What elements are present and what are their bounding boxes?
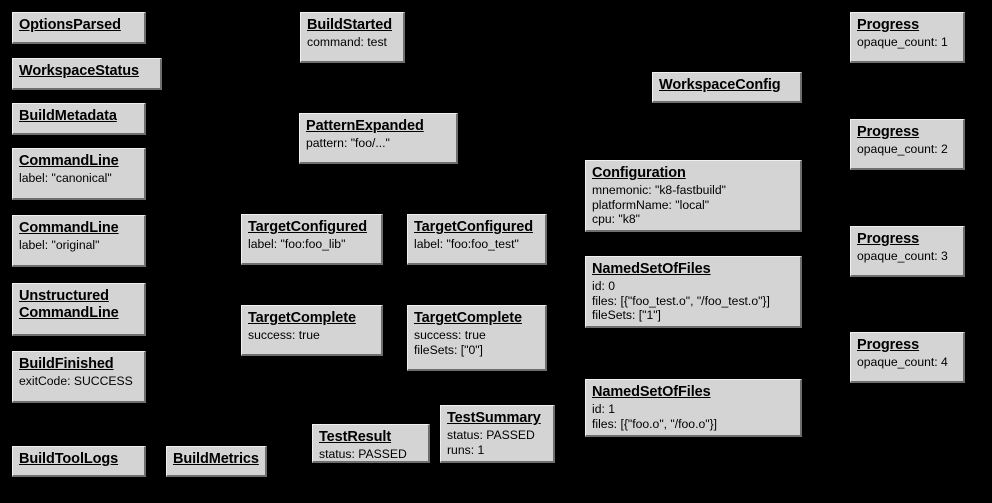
event-node-properties: opaque_count: 1 (857, 35, 957, 49)
event-node-properties: label: "original" (19, 238, 138, 252)
event-node-title: Progress (857, 124, 920, 140)
event-node-title: TargetComplete (414, 310, 522, 326)
event-node-property: id: 1 (592, 402, 616, 417)
event-node-properties: pattern: "foo/..." (306, 136, 450, 150)
event-node-property: fileSets: ["1"] (592, 307, 661, 322)
event-node-property: opaque_count: 4 (857, 355, 948, 370)
event-node-title: BuildFinished (19, 356, 114, 372)
event-node-property: opaque_count: 3 (857, 249, 948, 264)
event-node-pattern-expanded[interactable]: PatternExpanded pattern: "foo/..." (299, 113, 458, 164)
event-node-title: TestSummary (447, 410, 541, 426)
event-node-title: BuildStarted (307, 17, 393, 33)
event-node-property: cpu: "k8" (592, 211, 640, 226)
event-node-target-configured-foo-test[interactable]: TargetConfigured label: "foo:foo_test" (407, 214, 547, 265)
event-node-property: runs: 1 (447, 442, 485, 457)
event-node-build-metrics[interactable]: BuildMetrics (166, 446, 267, 477)
event-node-target-configured-foo-lib[interactable]: TargetConfigured label: "foo:foo_lib" (241, 214, 383, 265)
event-node-build-metadata[interactable]: BuildMetadata (12, 103, 146, 135)
event-node-progress-1[interactable]: Progress opaque_count: 1 (850, 12, 965, 63)
event-node-properties: opaque_count: 3 (857, 249, 957, 263)
event-node-title: NamedSetOfFiles (592, 384, 711, 400)
event-node-title: TargetConfigured (248, 219, 367, 235)
event-node-command-line-canonical[interactable]: CommandLine label: "canonical" (12, 148, 146, 200)
event-node-property: mnemonic: "k8-fastbuild" (592, 183, 726, 198)
event-node-unstructured-command-line[interactable]: Unstructured CommandLine (12, 283, 146, 336)
event-node-title: BuildMetrics (173, 451, 259, 467)
event-node-properties: exitCode: SUCCESS (19, 374, 138, 388)
event-node-progress-3[interactable]: Progress opaque_count: 3 (850, 226, 965, 277)
event-node-title: Unstructured CommandLine (19, 288, 119, 322)
event-node-configuration[interactable]: Configuration mnemonic: "k8-fastbuild"pla… (585, 160, 802, 232)
event-node-property: success: true (248, 328, 320, 343)
event-node-title: Progress (857, 337, 920, 353)
event-node-build-started[interactable]: BuildStarted command: test (300, 12, 405, 63)
event-node-property: exitCode: SUCCESS (19, 374, 133, 389)
event-node-property: label: "foo:foo_lib" (248, 237, 346, 252)
event-node-title: CommandLine (19, 220, 119, 236)
event-node-title: Progress (857, 231, 920, 247)
event-node-properties: label: "foo:foo_lib" (248, 237, 375, 251)
event-node-title: PatternExpanded (306, 118, 424, 134)
event-node-property: platformName: "local" (592, 197, 710, 212)
event-node-property: fileSets: ["0"] (414, 342, 483, 357)
event-node-properties: label: "foo:foo_test" (414, 237, 539, 251)
event-node-progress-4[interactable]: Progress opaque_count: 4 (850, 332, 965, 383)
event-node-title: TargetComplete (248, 310, 356, 326)
event-node-property: files: [{"foo_test.o", "/foo_test.o"}] (592, 293, 770, 308)
event-node-target-complete-foo-lib[interactable]: TargetComplete success: true (241, 305, 383, 356)
event-node-title: Progress (857, 17, 920, 33)
event-node-property: command: test (307, 35, 387, 50)
event-node-title: OptionsParsed (19, 17, 121, 33)
event-node-title: TestResult (319, 429, 392, 445)
event-node-properties: opaque_count: 2 (857, 142, 957, 156)
event-node-property: opaque_count: 1 (857, 35, 948, 50)
event-node-progress-2[interactable]: Progress opaque_count: 2 (850, 119, 965, 170)
event-node-properties: command: test (307, 35, 397, 49)
event-node-property: opaque_count: 2 (857, 142, 948, 157)
event-node-property: label: "foo:foo_test" (414, 237, 519, 252)
event-node-properties: status: PASSED (319, 447, 422, 461)
event-node-workspace-status[interactable]: WorkspaceStatus (12, 58, 162, 90)
event-node-title: BuildToolLogs (19, 451, 119, 467)
event-node-title: NamedSetOfFiles (592, 261, 711, 277)
event-node-property: success: true (414, 328, 486, 343)
event-node-title: Configuration (592, 165, 686, 181)
event-node-property: label: "original" (19, 238, 100, 253)
event-node-property: pattern: "foo/..." (306, 136, 390, 151)
event-node-properties: label: "canonical" (19, 171, 138, 185)
event-node-title: CommandLine (19, 153, 119, 169)
event-node-property: id: 0 (592, 279, 616, 294)
event-node-title: TargetConfigured (414, 219, 533, 235)
event-node-property: status: PASSED (319, 447, 407, 462)
event-node-title: BuildMetadata (19, 108, 117, 124)
event-node-property: files: [{"foo.o", "/foo.o"}] (592, 416, 718, 431)
event-node-command-line-original[interactable]: CommandLine label: "original" (12, 215, 146, 267)
event-node-property: label: "canonical" (19, 171, 112, 186)
event-node-properties: success: true (248, 328, 375, 342)
event-node-properties: mnemonic: "k8-fastbuild"platformName: "l… (592, 183, 794, 226)
event-node-property: status: PASSED (447, 428, 535, 443)
event-node-build-finished[interactable]: BuildFinished exitCode: SUCCESS (12, 351, 146, 403)
event-node-test-result[interactable]: TestResult status: PASSED (312, 424, 430, 463)
event-node-properties: opaque_count: 4 (857, 355, 957, 369)
event-node-title: WorkspaceStatus (19, 63, 139, 79)
event-node-build-tool-logs[interactable]: BuildToolLogs (12, 446, 146, 477)
event-node-title: WorkspaceConfig (659, 77, 781, 93)
event-node-workspace-config[interactable]: WorkspaceConfig (652, 72, 802, 103)
event-node-options-parsed[interactable]: OptionsParsed (12, 12, 146, 44)
